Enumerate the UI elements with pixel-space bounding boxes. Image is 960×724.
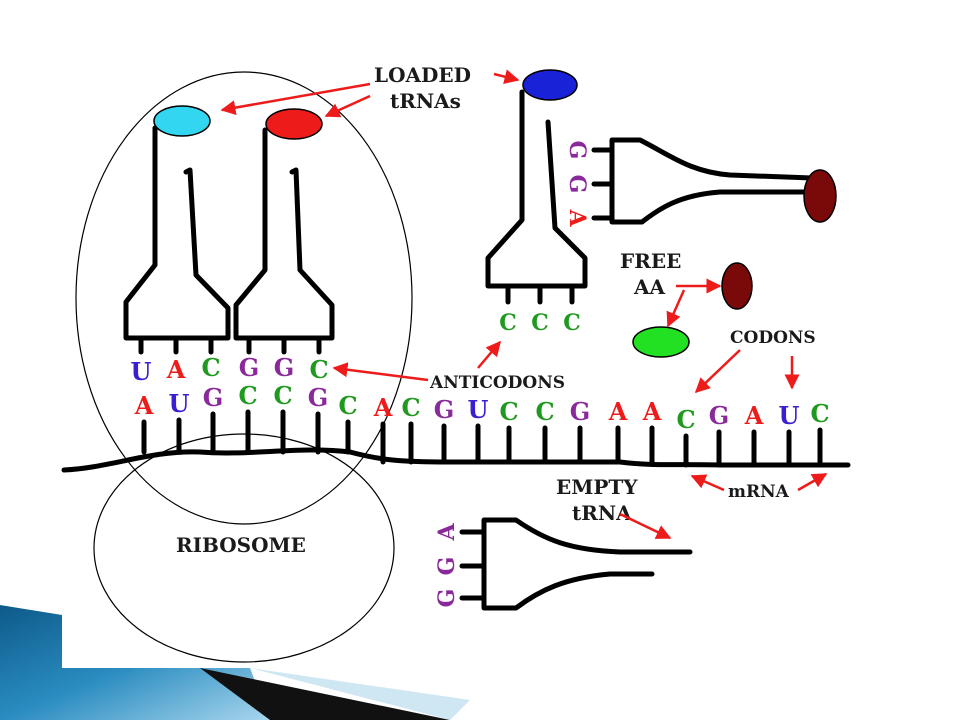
arrow-mrna-left: [690, 474, 725, 492]
arrow-free-to-green: [666, 289, 686, 328]
base-letter: C: [535, 397, 554, 426]
anticodons-label: ANTICODONS: [429, 373, 565, 393]
arrow-empty-trna: [619, 512, 672, 540]
base-letter: A: [608, 397, 628, 426]
base-letter: U: [468, 395, 489, 424]
empty-trna-legs: [459, 529, 487, 601]
base-letter: A: [642, 397, 662, 426]
base-letter: C: [563, 310, 581, 336]
base-letter: C: [499, 310, 517, 336]
empty-trna: [481, 517, 693, 611]
base-letter: U: [169, 389, 190, 418]
amino-acid-cyan: [153, 105, 211, 137]
amino-acid-red: [265, 108, 323, 140]
arrow-loaded-to-red: [324, 94, 371, 118]
base-letter: G: [434, 557, 460, 576]
free-aa-label-line2: AA: [633, 275, 666, 299]
right-trna-legs: [591, 147, 615, 221]
base-letter: C: [338, 391, 357, 420]
base-letter: G: [570, 397, 591, 426]
ribosome-small-subunit: [93, 433, 395, 663]
base-letter: A: [434, 523, 460, 542]
base-letter: A: [744, 401, 764, 430]
loaded-trna-left: [123, 125, 231, 341]
base-letter: U: [779, 401, 800, 430]
loaded-trnas-label-line2: tRNAs: [390, 89, 461, 113]
annotation-arrows: [220, 69, 828, 540]
base-letter: G: [564, 175, 590, 194]
slide-decoration: [0, 605, 470, 720]
mrna-strand: [61, 447, 851, 473]
base-letter: U: [131, 357, 152, 386]
base-letter: G: [434, 589, 460, 608]
base-letter: A: [373, 393, 393, 422]
base-letter: G: [203, 383, 224, 412]
mrna-teeth: [141, 409, 823, 468]
base-letter: C: [401, 393, 420, 422]
empty-trna-label-line2: tRNA: [572, 501, 632, 525]
empty-trna-anticodon-bases: AGG: [434, 523, 460, 608]
right-trna: [609, 137, 815, 225]
base-letter: C: [499, 397, 518, 426]
base-letter: G: [308, 383, 329, 412]
arrow-codons-left: [694, 349, 741, 394]
base-letter: C: [201, 353, 220, 382]
right-trna-anticodon-bases: GGA: [564, 141, 590, 228]
amino-acid-maroon-right: [803, 169, 837, 223]
arrow-anticodons-left: [332, 362, 429, 382]
base-letter: A: [166, 355, 186, 384]
loaded-trnas-label-line1: LOADED: [374, 63, 471, 87]
base-letter: C: [238, 381, 257, 410]
base-letter: G: [274, 353, 295, 382]
free-amino-acid-green: [632, 326, 690, 358]
base-letter: A: [134, 391, 154, 420]
base-letter: C: [676, 405, 695, 434]
free-aa-label-line1: FREE: [620, 249, 681, 273]
free-amino-acid-maroon: [721, 262, 753, 310]
base-letter: G: [434, 395, 455, 424]
ribosome-large-subunit: [75, 71, 413, 525]
loaded-trna-right: [233, 127, 335, 341]
free-trna-legs: [505, 283, 575, 305]
free-loaded-trna: [485, 89, 588, 289]
base-letter: C: [273, 381, 292, 410]
arrow-loaded-to-cyan: [220, 82, 371, 116]
arrow-loaded-to-blue: [493, 69, 520, 85]
arrow-mrna-right: [797, 472, 828, 492]
arrow-anticodons-up: [477, 340, 501, 369]
base-letter: C: [810, 399, 829, 428]
amino-acid-blue: [522, 69, 578, 101]
base-letter: G: [239, 353, 260, 382]
base-letter: G: [564, 141, 590, 160]
base-letter: A: [564, 208, 590, 227]
ribosome-label: RIBOSOME: [176, 533, 306, 557]
codons-label: CODONS: [730, 328, 816, 348]
base-letter: C: [531, 310, 549, 336]
trna-pair-anticodon-legs: [138, 335, 322, 355]
base-letter: G: [709, 401, 730, 430]
empty-trna-label-line1: EMPTY: [556, 475, 638, 499]
base-letter: C: [309, 355, 328, 384]
mrna-label: mRNA: [728, 482, 790, 502]
